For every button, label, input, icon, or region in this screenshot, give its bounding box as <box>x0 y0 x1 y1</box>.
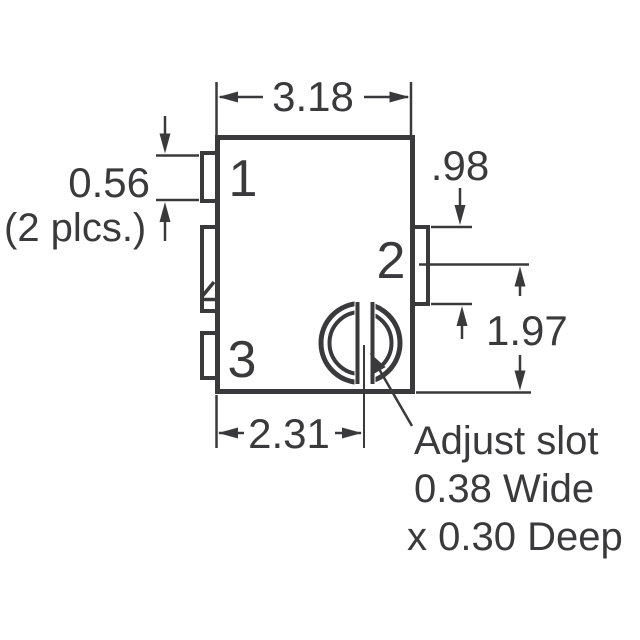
dim-pad-value: 0.56 <box>68 159 150 206</box>
dim-231-value: 2.31 <box>248 410 330 457</box>
dim-231-arrow-left <box>218 427 238 439</box>
annotation-line2: 0.38 Wide <box>414 467 594 511</box>
adjust-slot-fill <box>354 299 376 387</box>
dim-width-value: 3.18 <box>272 73 354 120</box>
dim-pad-note: (2 plcs.) <box>4 206 146 250</box>
dim-pin2-value: .98 <box>431 142 489 189</box>
dim-width-arrow-left <box>218 91 238 103</box>
dim-width-arrow-right <box>389 91 410 103</box>
wiper-side-pad <box>200 225 220 313</box>
pin3-pad <box>200 331 220 380</box>
pin1-pad <box>200 151 220 203</box>
dim-197-arrow-down <box>514 370 526 391</box>
dim-231-arrow-right <box>342 427 362 439</box>
dim-197-arrow-up <box>514 266 526 287</box>
dim-pin2-arrow-up <box>456 306 468 326</box>
wiper-pad-chamfer-line <box>201 280 216 298</box>
annotation-line3: x 0.30 Deep <box>407 515 623 559</box>
dim-pin2-arrow-down <box>454 205 466 225</box>
adjust-slot-leader-line <box>377 368 414 427</box>
pin1-label: 1 <box>229 150 258 208</box>
annotation-line1: Adjust slot <box>414 419 599 463</box>
dim-pad-arrow-up <box>159 202 171 222</box>
adjust-slot-leader-arrow <box>370 353 386 374</box>
pin3-label: 3 <box>228 331 257 389</box>
pin2-label: 2 <box>377 232 406 290</box>
dim-197-value: 1.97 <box>486 307 568 354</box>
dim-pad-arrow-down <box>159 133 171 154</box>
